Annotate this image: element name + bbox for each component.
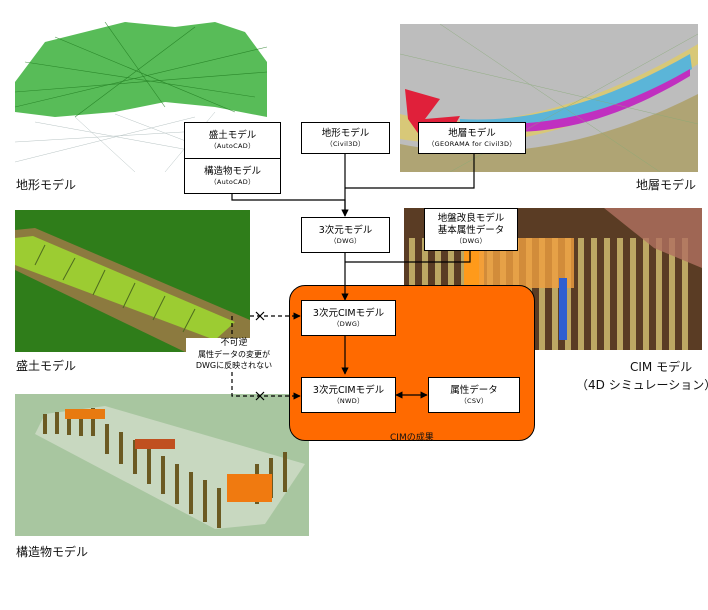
embankment-model-box: 盛土モデル （AutoCAD） (184, 122, 281, 159)
terrain-model-caption: 地形モデル (16, 178, 77, 192)
embankment-model-caption: 盛土モデル (16, 359, 77, 373)
strata-model-caption: 地層モデル (636, 178, 697, 192)
model-3d-box: 3次元モデル （DWG） (301, 217, 390, 253)
structure-model-box-title: 構造物モデル (203, 165, 261, 177)
structure-model-image (15, 394, 309, 536)
embankment-model-image (15, 210, 250, 352)
terrain-model-box: 地形モデル （Civil3D） (301, 122, 390, 154)
attribute-data-box-title: 属性データ (450, 384, 498, 396)
cim-nwd-box-sub: （NWD） (333, 396, 364, 405)
ground-improvement-box-title: 地盤改良モデル (437, 213, 505, 224)
strata-model-box-title: 地層モデル (448, 127, 496, 139)
irreversible-note-line3: DWGに反映されない (195, 361, 273, 370)
cim-nwd-box: 3次元CIMモデル （NWD） (301, 377, 396, 413)
cim-model-caption-1: CIM モデル (630, 360, 693, 374)
cim-dwg-box-sub: （DWG） (333, 319, 364, 328)
cim-result-label: CIMの成果 (390, 433, 434, 443)
cim-dwg-box-title: 3次元CIMモデル (312, 307, 385, 319)
terrain-model-box-title: 地形モデル (321, 127, 370, 139)
structure-model-box-sub: （AutoCAD） (210, 177, 255, 186)
irreversible-note-line1: 不可逆 (220, 338, 248, 348)
structure-model-box: 構造物モデル （AutoCAD） (184, 158, 281, 194)
structure-model-caption: 構造物モデル (16, 545, 89, 559)
ground-improvement-box-title2: 基本属性データ (437, 225, 505, 236)
terrain-model-image (15, 22, 267, 172)
irreversible-note-line2: 属性データの変更が (198, 350, 270, 359)
ground-improvement-box-sub: （DWG） (455, 237, 487, 245)
irreversible-note: 不可逆 属性データの変更が DWGに反映されない (186, 338, 282, 371)
ground-improvement-box: 地盤改良モデル 基本属性データ （DWG） (424, 208, 518, 251)
cim-nwd-box-title: 3次元CIMモデル (312, 384, 385, 396)
cim-dwg-box: 3次元CIMモデル （DWG） (301, 300, 396, 336)
model-3d-box-title: 3次元モデル (318, 224, 373, 236)
attribute-data-box-sub: （CSV） (460, 396, 488, 405)
cim-model-caption-2: （4D シミュレーション） (576, 378, 708, 392)
terrain-model-box-sub: （Civil3D） (326, 139, 365, 148)
embankment-model-box-sub: （AutoCAD） (210, 142, 255, 150)
model-3d-box-sub: （DWG） (330, 236, 361, 245)
embankment-model-box-title: 盛土モデル (208, 130, 257, 141)
strata-model-box: 地層モデル （GEORAMA for Civil3D） (418, 122, 526, 154)
attribute-data-box: 属性データ （CSV） (428, 377, 520, 413)
strata-model-box-sub: （GEORAMA for Civil3D） (427, 139, 517, 148)
